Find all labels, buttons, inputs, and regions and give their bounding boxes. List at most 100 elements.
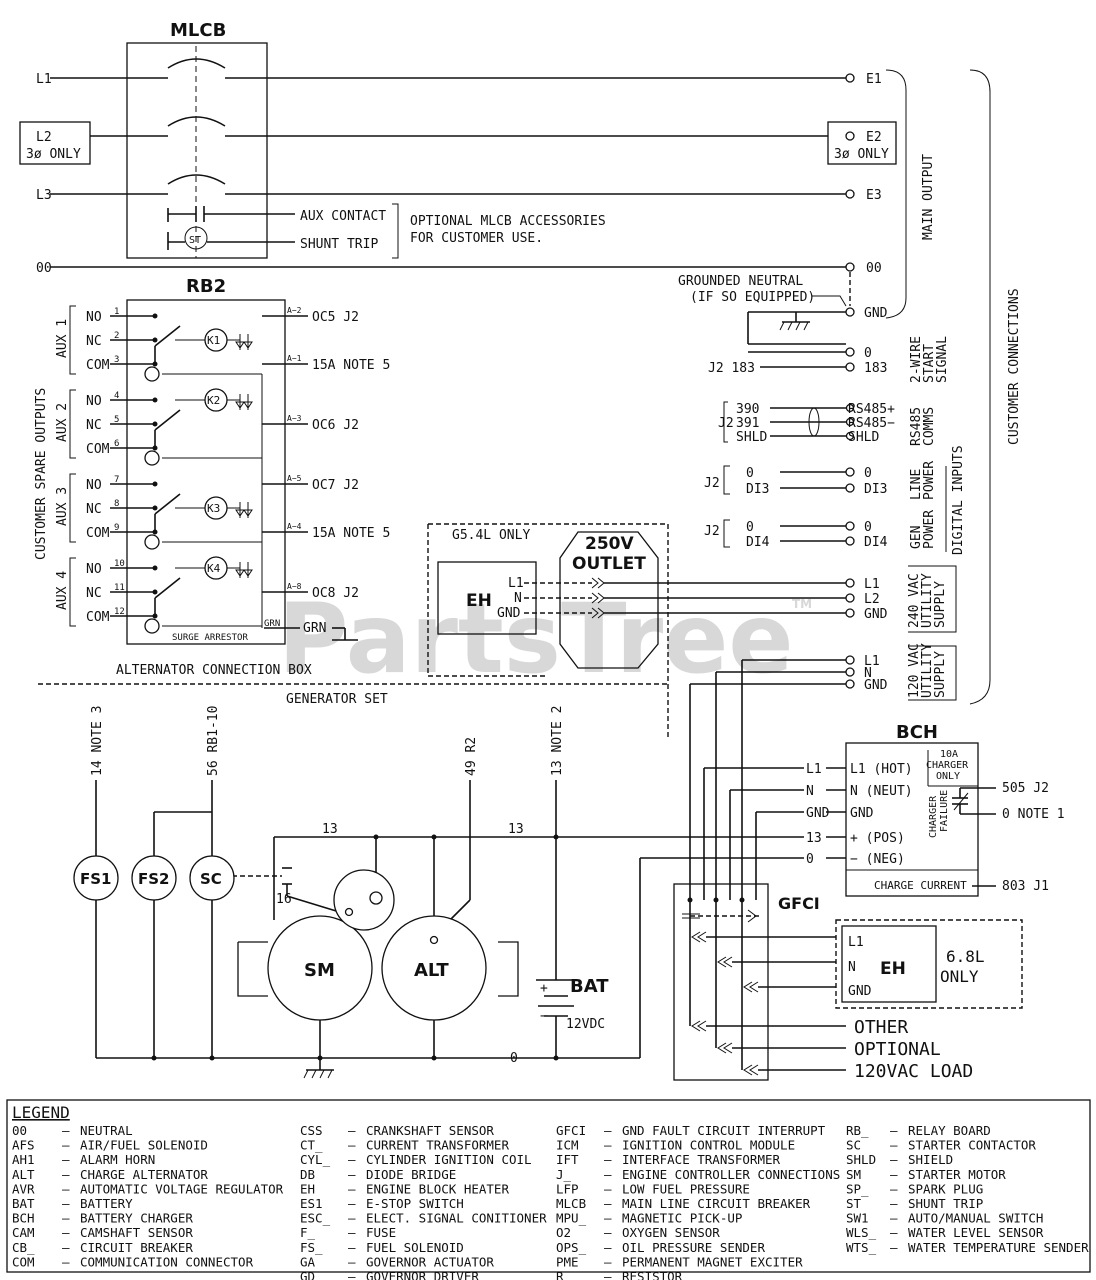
legend-desc: LOW FUEL PRESSURE — [622, 1181, 750, 1196]
legend-dash: – — [604, 1167, 612, 1182]
legend-desc: AUTO/MANUAL SWITCH — [908, 1211, 1043, 1226]
surge-arrestor-1 — [144, 366, 160, 382]
legend-abbr: DB — [300, 1167, 315, 1182]
lp-terminal-1 — [845, 467, 855, 477]
bch-left-5: 0 — [806, 852, 814, 867]
grounded-neutral-line2: (IF SO EQUIPPED) — [690, 290, 815, 305]
sm-label: SM — [304, 960, 335, 981]
watermark-tm: TM — [792, 597, 812, 611]
legend-desc: SHUNT TRIP — [908, 1196, 983, 1211]
legend-abbr: R_ — [556, 1269, 572, 1280]
legend-desc: RESISTOR — [622, 1269, 683, 1280]
legend-abbr: MPU_ — [556, 1211, 587, 1226]
legend-abbr: O2 — [556, 1225, 571, 1240]
rs485-label-1: RS485 — [909, 407, 924, 446]
generator-set-label: GENERATOR SET — [286, 692, 388, 707]
mlcb-main-lines — [50, 46, 846, 268]
rs485-right-3: SHLD — [848, 430, 879, 445]
main-output-bracket — [885, 69, 907, 319]
mlcb-accessories — [167, 203, 399, 259]
legend-title: LEGEND — [12, 1103, 70, 1122]
u120-terminal-3 — [845, 679, 855, 689]
alt-bracket — [498, 941, 519, 997]
legend-dash: – — [348, 1123, 356, 1138]
fs2-symbol — [131, 855, 177, 901]
legend-dash: – — [348, 1269, 356, 1280]
two-wire-label-1: 2-WIRE — [909, 336, 924, 383]
rs485-bracket — [723, 401, 728, 443]
wire-56-rb1-10: 56 RB1-10 — [206, 706, 221, 776]
line-power-label-1: LINE — [909, 469, 924, 500]
bch-inside-4: + (POS) — [850, 831, 905, 846]
rs485-right-1: RS485+ — [848, 402, 895, 417]
rb2-out-label-1: OC5 J2 — [312, 310, 359, 325]
rb2-pin-2: 2 — [114, 331, 119, 341]
legend-abbr: AH1 — [12, 1152, 35, 1167]
legend-desc: CIRCUIT BREAKER — [80, 1240, 193, 1255]
customer-side-labels: 2-WIRESTARTSIGNALRS485COMMSLINEPOWERGENP… — [907, 336, 950, 698]
rs485-left-1: 390 — [736, 402, 759, 417]
legend-desc: CHARGE ALTERNATOR — [80, 1167, 208, 1182]
legend-desc: BATTERY — [80, 1196, 133, 1211]
legend-dash: – — [348, 1240, 356, 1255]
bat-voltage: 12VDC — [566, 1017, 605, 1032]
eh-top-l1: L1 — [508, 576, 524, 591]
eh-bottom-box — [841, 925, 937, 1003]
j2-183-label: J2 183 — [708, 361, 755, 376]
solenoid-terminal-b — [344, 907, 354, 917]
rb2-term-6: COM — [86, 442, 110, 457]
legend-dash: – — [890, 1240, 898, 1255]
aux-bracket-1 — [69, 305, 76, 375]
g54-boundary — [427, 523, 669, 740]
gen-power-j2: J2 — [704, 524, 720, 539]
legend-dash: – — [348, 1254, 356, 1269]
legend-dash: – — [604, 1123, 612, 1138]
gp-terminal-2 — [845, 536, 855, 546]
legend-abbr: EH — [300, 1181, 315, 1196]
two-wire-183-label: 183 — [864, 361, 887, 376]
mlcb-00-right: 00 — [866, 261, 882, 276]
rb2-term-11: NC — [86, 586, 102, 601]
bch-505-j2: 505 J2 — [1002, 781, 1049, 796]
legend-desc: GOVERNOR ACTUATOR — [366, 1254, 494, 1269]
legend-abbr: WTS_ — [846, 1240, 877, 1255]
legend-abbr: BCH — [12, 1211, 35, 1226]
util120-label-2: UTILITY — [920, 643, 935, 698]
legend-dash: – — [348, 1211, 356, 1226]
surge-arrestor-2 — [144, 450, 160, 466]
legend-abbr: GFCI — [556, 1123, 586, 1138]
rs485-j2: J2 — [718, 416, 734, 431]
legend-desc: STARTER CONTACTOR — [908, 1138, 1036, 1153]
legend-dash: – — [62, 1181, 70, 1196]
bch-10a-2: CHARGER — [926, 760, 969, 771]
legend-dash: – — [890, 1123, 898, 1138]
legend-dash: – — [62, 1211, 70, 1226]
rb2-out-label-3: OC6 J2 — [312, 418, 359, 433]
grn-wiring — [264, 627, 358, 641]
legend-desc: DIODE BRIDGE — [366, 1167, 456, 1182]
legend-dash: – — [348, 1196, 356, 1211]
legend-abbr: WLS_ — [846, 1225, 877, 1240]
legend-abbr: CT_ — [300, 1138, 323, 1153]
eh-bot-l1: L1 — [848, 935, 864, 950]
lp-right-2: DI3 — [864, 482, 887, 497]
legend-abbr: J_ — [556, 1167, 572, 1182]
fs1-symbol — [73, 855, 119, 901]
legend-dash: – — [62, 1225, 70, 1240]
mlcb-e1: E1 — [866, 72, 882, 87]
legend-abbr: LFP — [556, 1181, 579, 1196]
lp-left-2: DI3 — [746, 482, 769, 497]
legend-dash: – — [890, 1152, 898, 1167]
bch-10a-1: 10A — [940, 749, 958, 760]
bch-left-2: N — [806, 784, 814, 799]
legend-dash: – — [62, 1196, 70, 1211]
legend-desc: IGNITION CONTROL MODULE — [622, 1138, 795, 1153]
legend-desc: BATTERY CHARGER — [80, 1211, 193, 1226]
legend-desc: CURRENT TRANSFORMER — [366, 1138, 509, 1153]
gp-left-1: 0 — [746, 520, 754, 535]
sc-symbol — [189, 855, 235, 901]
gnd-label: GND — [864, 306, 888, 321]
